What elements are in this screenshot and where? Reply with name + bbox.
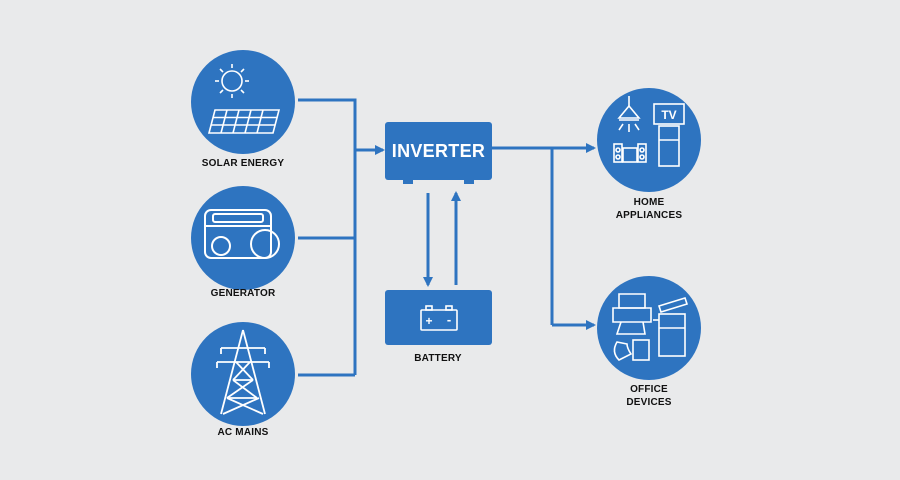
output-trunk <box>492 146 554 325</box>
inverter-label: INVERTER <box>391 140 486 161</box>
generator-icon <box>191 186 295 290</box>
home-appliances-label: HOME APPLIANCES <box>579 196 719 222</box>
inverter-box: INVERTER <box>385 122 492 180</box>
generator-label: GENERATOR <box>210 288 276 299</box>
inverter-feet <box>403 178 474 184</box>
home-appliances-icon: TV <box>597 88 701 192</box>
battery-box: + - <box>385 290 492 345</box>
office-devices-icon <box>597 276 701 380</box>
transmission-tower-icon <box>191 322 295 426</box>
ac-mains-label: AC MAINS <box>217 427 269 438</box>
solar-panel-icon <box>191 50 295 154</box>
solar-energy-label: SOLAR ENERGY <box>201 158 285 169</box>
office-devices-label: OFFICE DEVICES <box>579 383 719 409</box>
office-devices-label-line1: OFFICE <box>630 384 668 395</box>
battery-label: BATTERY <box>414 353 462 364</box>
svg-text:+: + <box>425 314 432 328</box>
solar-connector <box>298 98 357 375</box>
svg-text:-: - <box>446 312 450 327</box>
tv-text: TV <box>661 108 676 122</box>
home-appliances-label-line2: APPLIANCES <box>615 210 683 221</box>
battery-icon: + - <box>419 304 458 331</box>
home-appliances-label-line1: HOME <box>633 197 665 208</box>
office-devices-label-line2: DEVICES <box>626 397 672 408</box>
